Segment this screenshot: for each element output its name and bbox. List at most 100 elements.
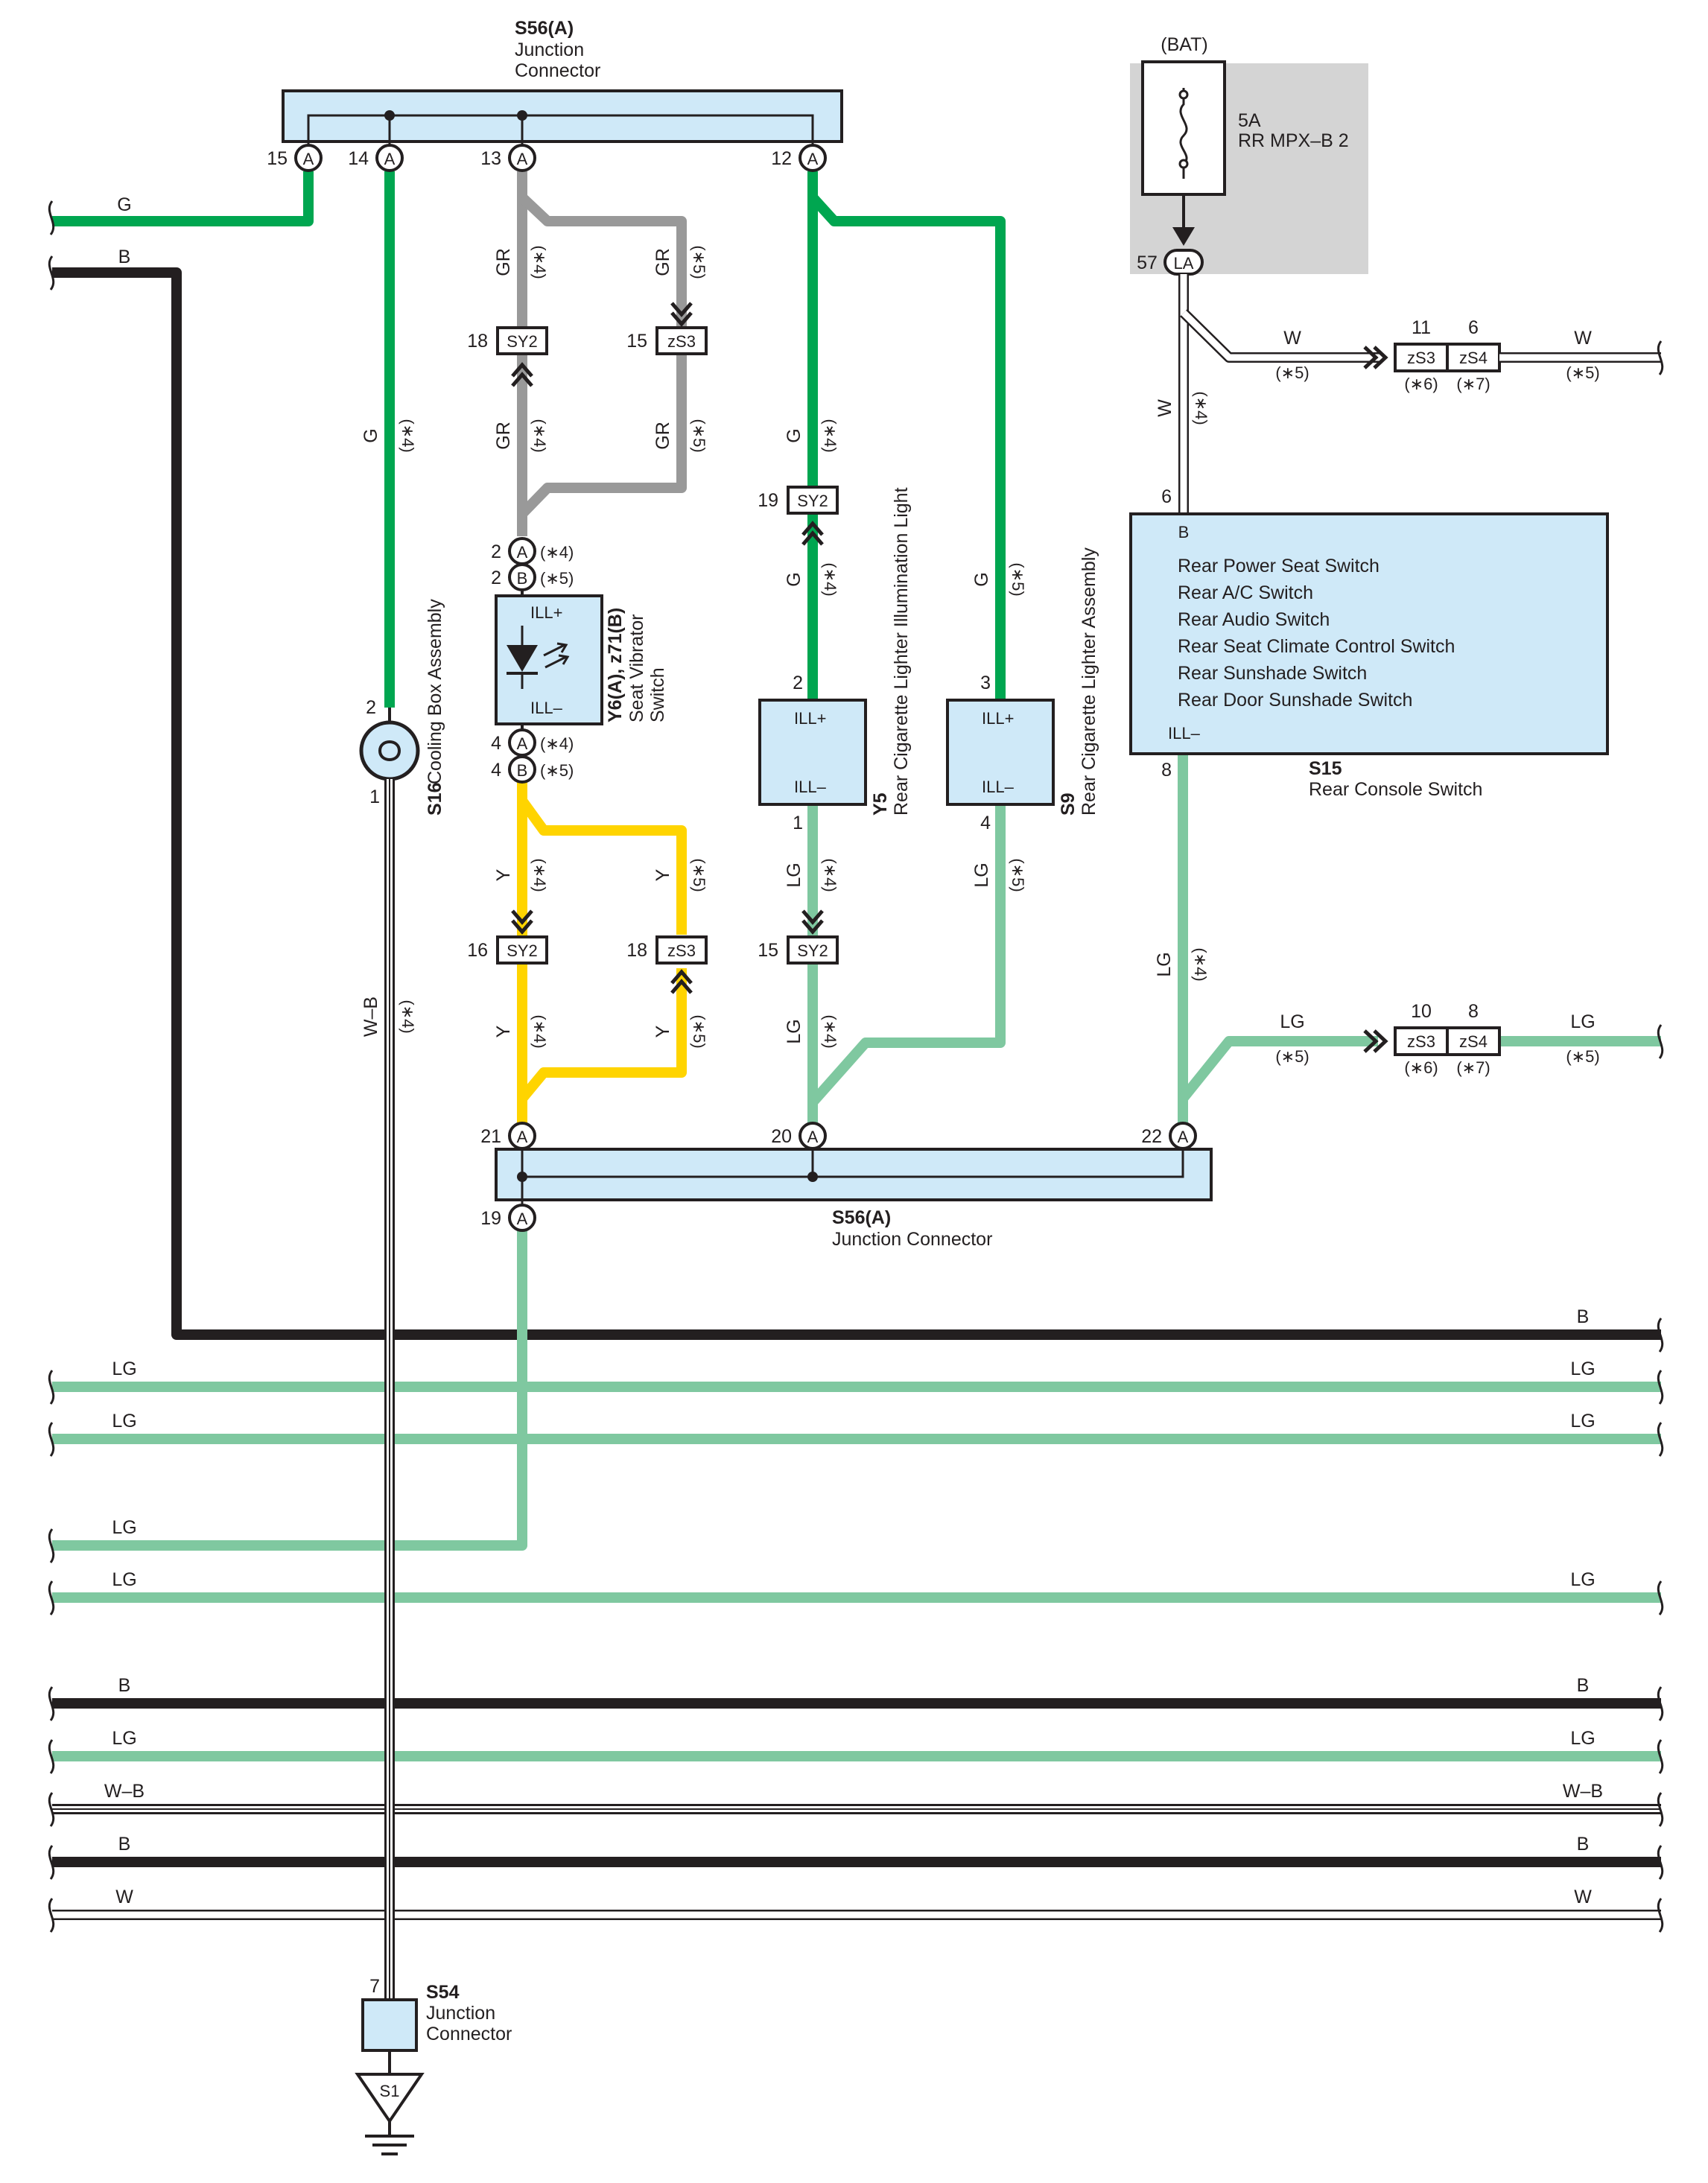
s54-junction: 7 S54 Junction Connector S1 (355, 1976, 512, 2155)
s56-top-pin-15: 15 (267, 148, 288, 169)
s15-line-4: Rear Seat Climate Control Switch (1178, 636, 1455, 657)
svg-text:SY2: SY2 (797, 492, 828, 510)
wire-lg-junction-out (52, 1221, 527, 1551)
svg-text:(∗5): (∗5) (1009, 562, 1027, 596)
svg-text:(∗4): (∗4) (821, 858, 839, 892)
svg-text:A: A (303, 150, 314, 168)
svg-text:GR: GR (493, 248, 514, 276)
wire-g-s9 (808, 194, 1006, 700)
svg-text:zS3: zS3 (1407, 349, 1435, 367)
svg-text:4: 4 (491, 733, 501, 754)
connector-sy2-18 (496, 326, 548, 355)
wire-y-upper-branch (518, 797, 687, 935)
svg-text:G: G (117, 194, 131, 215)
wires-green (52, 171, 1006, 708)
s54-name-2: Connector (426, 2024, 512, 2044)
fuse-rating: 5A (1238, 110, 1261, 131)
s15-line-6: Rear Door Sunshade Switch (1178, 690, 1412, 711)
svg-text:(∗5): (∗5) (1566, 363, 1599, 382)
svg-text:ILL+: ILL+ (982, 709, 1014, 728)
svg-text:GR: GR (653, 248, 673, 276)
svg-text:18: 18 (467, 331, 488, 352)
svg-text:(∗4): (∗4) (821, 1014, 839, 1048)
svg-text:(∗5): (∗5) (690, 1014, 708, 1048)
svg-text:ILL+: ILL+ (530, 603, 562, 622)
s15-code: S15 (1309, 758, 1342, 779)
svg-text:LG: LG (1570, 1411, 1595, 1431)
s56-top-pin-12: 12 (771, 148, 792, 169)
coil-icon (378, 740, 401, 761)
svg-text:(∗5): (∗5) (540, 569, 574, 588)
s16-symbol (359, 720, 420, 781)
svg-text:B: B (1577, 1834, 1590, 1855)
wire-b-left (52, 267, 1661, 1340)
svg-text:Y: Y (653, 868, 673, 881)
break-marks (48, 200, 1664, 1933)
svg-text:2: 2 (793, 673, 803, 693)
svg-text:4: 4 (980, 813, 991, 833)
s9-name: Rear Cigarette Lighter Assembly (1079, 547, 1099, 816)
svg-text:(∗4): (∗4) (540, 734, 574, 753)
svg-text:SY2: SY2 (797, 941, 828, 960)
svg-text:SY2: SY2 (507, 941, 538, 960)
svg-text:LG: LG (112, 1569, 136, 1590)
svg-text:LG: LG (784, 1019, 804, 1043)
ground-symbol-icon (355, 2073, 425, 2124)
chevron-down-icon (670, 302, 693, 327)
svg-text:(∗4): (∗4) (821, 419, 839, 452)
y5-name: Rear Cigarette Lighter Illumination Ligh… (891, 487, 912, 816)
svg-text:ILL–: ILL– (530, 699, 563, 717)
wires-white (1178, 274, 1661, 514)
svg-text:(∗4): (∗4) (530, 419, 549, 452)
wires-lightgreen (52, 749, 1661, 1551)
s56-top-junction: S56(A) Junction Connector A A A A 15 14 … (267, 18, 843, 172)
y5-box (758, 699, 867, 806)
svg-text:G: G (784, 428, 804, 442)
wire-labels: G B G (∗4) W–B (∗4) GR (∗4) GR (∗5) GR (… (104, 194, 1603, 1907)
svg-text:15: 15 (626, 331, 647, 352)
y5-connector: SY2 19 (758, 486, 839, 546)
s16-cooling-box: 2 1 S16 Cooling Box Assembly (359, 599, 445, 816)
svg-text:6: 6 (1468, 317, 1479, 338)
chevron-up-icon (801, 521, 824, 546)
svg-text:LG: LG (1154, 952, 1175, 976)
wire-lg-s15-right (1178, 1036, 1378, 1102)
svg-text:LG: LG (971, 862, 992, 887)
wire-y-lower-branch (518, 968, 687, 1102)
svg-text:(∗4): (∗4) (821, 562, 839, 596)
svg-text:2: 2 (366, 697, 376, 718)
y6-box (495, 594, 603, 725)
s56-bottom-name: Junction Connector (832, 1229, 992, 1250)
y5-code: Y5 (870, 792, 891, 816)
svg-text:18: 18 (626, 940, 647, 961)
s54-box (361, 1998, 418, 2052)
s15-line-2: Rear A/C Switch (1178, 582, 1313, 603)
svg-text:(∗5): (∗5) (1275, 363, 1309, 382)
svg-text:6: 6 (1161, 486, 1172, 507)
s56-top-pin-14: 14 (348, 148, 369, 169)
svg-text:B: B (1178, 523, 1190, 541)
s9-cigarette-lighter: ILL+ ILL– 3 4 S9 Rear Cigarette Lighter … (946, 547, 1099, 833)
svg-text:(∗4): (∗4) (1191, 947, 1210, 981)
svg-text:LG: LG (1570, 1569, 1595, 1590)
svg-text:7: 7 (369, 1976, 380, 1997)
svg-text:1: 1 (369, 787, 380, 807)
svg-text:(∗7): (∗7) (1456, 1058, 1490, 1077)
svg-text:(∗5): (∗5) (540, 761, 574, 780)
connector-zs3-18 (655, 935, 708, 965)
connector-sy2-16 (496, 935, 548, 965)
chevron-down-icon (801, 909, 824, 935)
svg-text:B: B (1577, 1306, 1590, 1327)
svg-text:1: 1 (793, 813, 803, 833)
svg-text:Y: Y (653, 1025, 673, 1038)
chevron-down-icon (511, 909, 533, 935)
s56-top-name-2: Connector (515, 60, 600, 81)
y6-name-1: Seat Vibrator (626, 614, 647, 722)
svg-text:B: B (1577, 1675, 1590, 1696)
svg-text:(∗6): (∗6) (1404, 1058, 1438, 1077)
svg-text:8: 8 (1161, 760, 1172, 781)
fuse-block: (BAT) 5A RR MPX–B 2 LA 57 (1130, 34, 1368, 276)
svg-text:(∗4): (∗4) (1192, 391, 1210, 425)
svg-text:zS4: zS4 (1459, 1032, 1488, 1051)
